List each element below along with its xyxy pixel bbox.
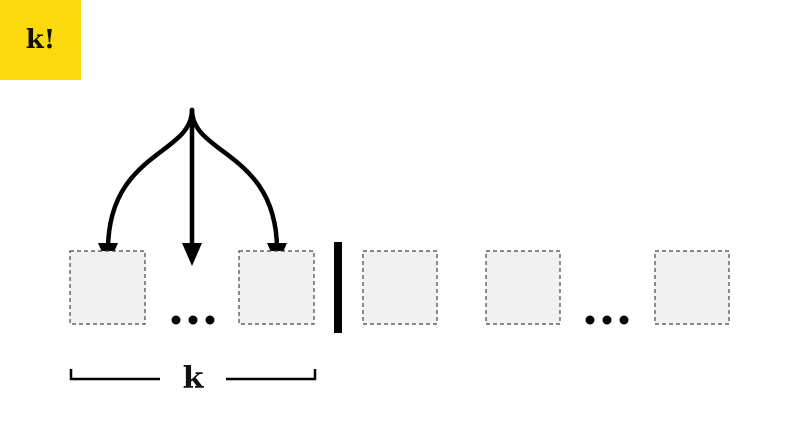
arrow-group — [98, 107, 287, 266]
ellipsis-dot — [602, 315, 612, 325]
ellipsis-dot — [205, 315, 215, 325]
ellipsis-left — [171, 315, 215, 325]
ellipsis-dot — [171, 315, 181, 325]
badge-label: k! — [25, 25, 56, 55]
arrow-left — [105, 107, 195, 253]
bracket-label: k — [183, 361, 205, 396]
ellipsis-dot — [619, 315, 629, 325]
factorial-badge: k! — [0, 0, 81, 80]
k-bracket: k — [69, 361, 317, 396]
bracket-right-segment — [226, 369, 317, 381]
ellipsis-dot — [188, 315, 198, 325]
ellipsis-right — [585, 315, 629, 325]
divider-bar — [334, 242, 342, 333]
arrowhead-center — [182, 243, 202, 266]
slot-box — [485, 250, 561, 325]
slot-box — [69, 250, 146, 325]
slot-box — [654, 250, 730, 325]
ellipsis-dot — [585, 315, 595, 325]
bracket-left-segment — [69, 369, 160, 381]
arrow-right — [189, 107, 280, 253]
slot-box — [238, 250, 315, 325]
slot-box — [362, 250, 438, 325]
